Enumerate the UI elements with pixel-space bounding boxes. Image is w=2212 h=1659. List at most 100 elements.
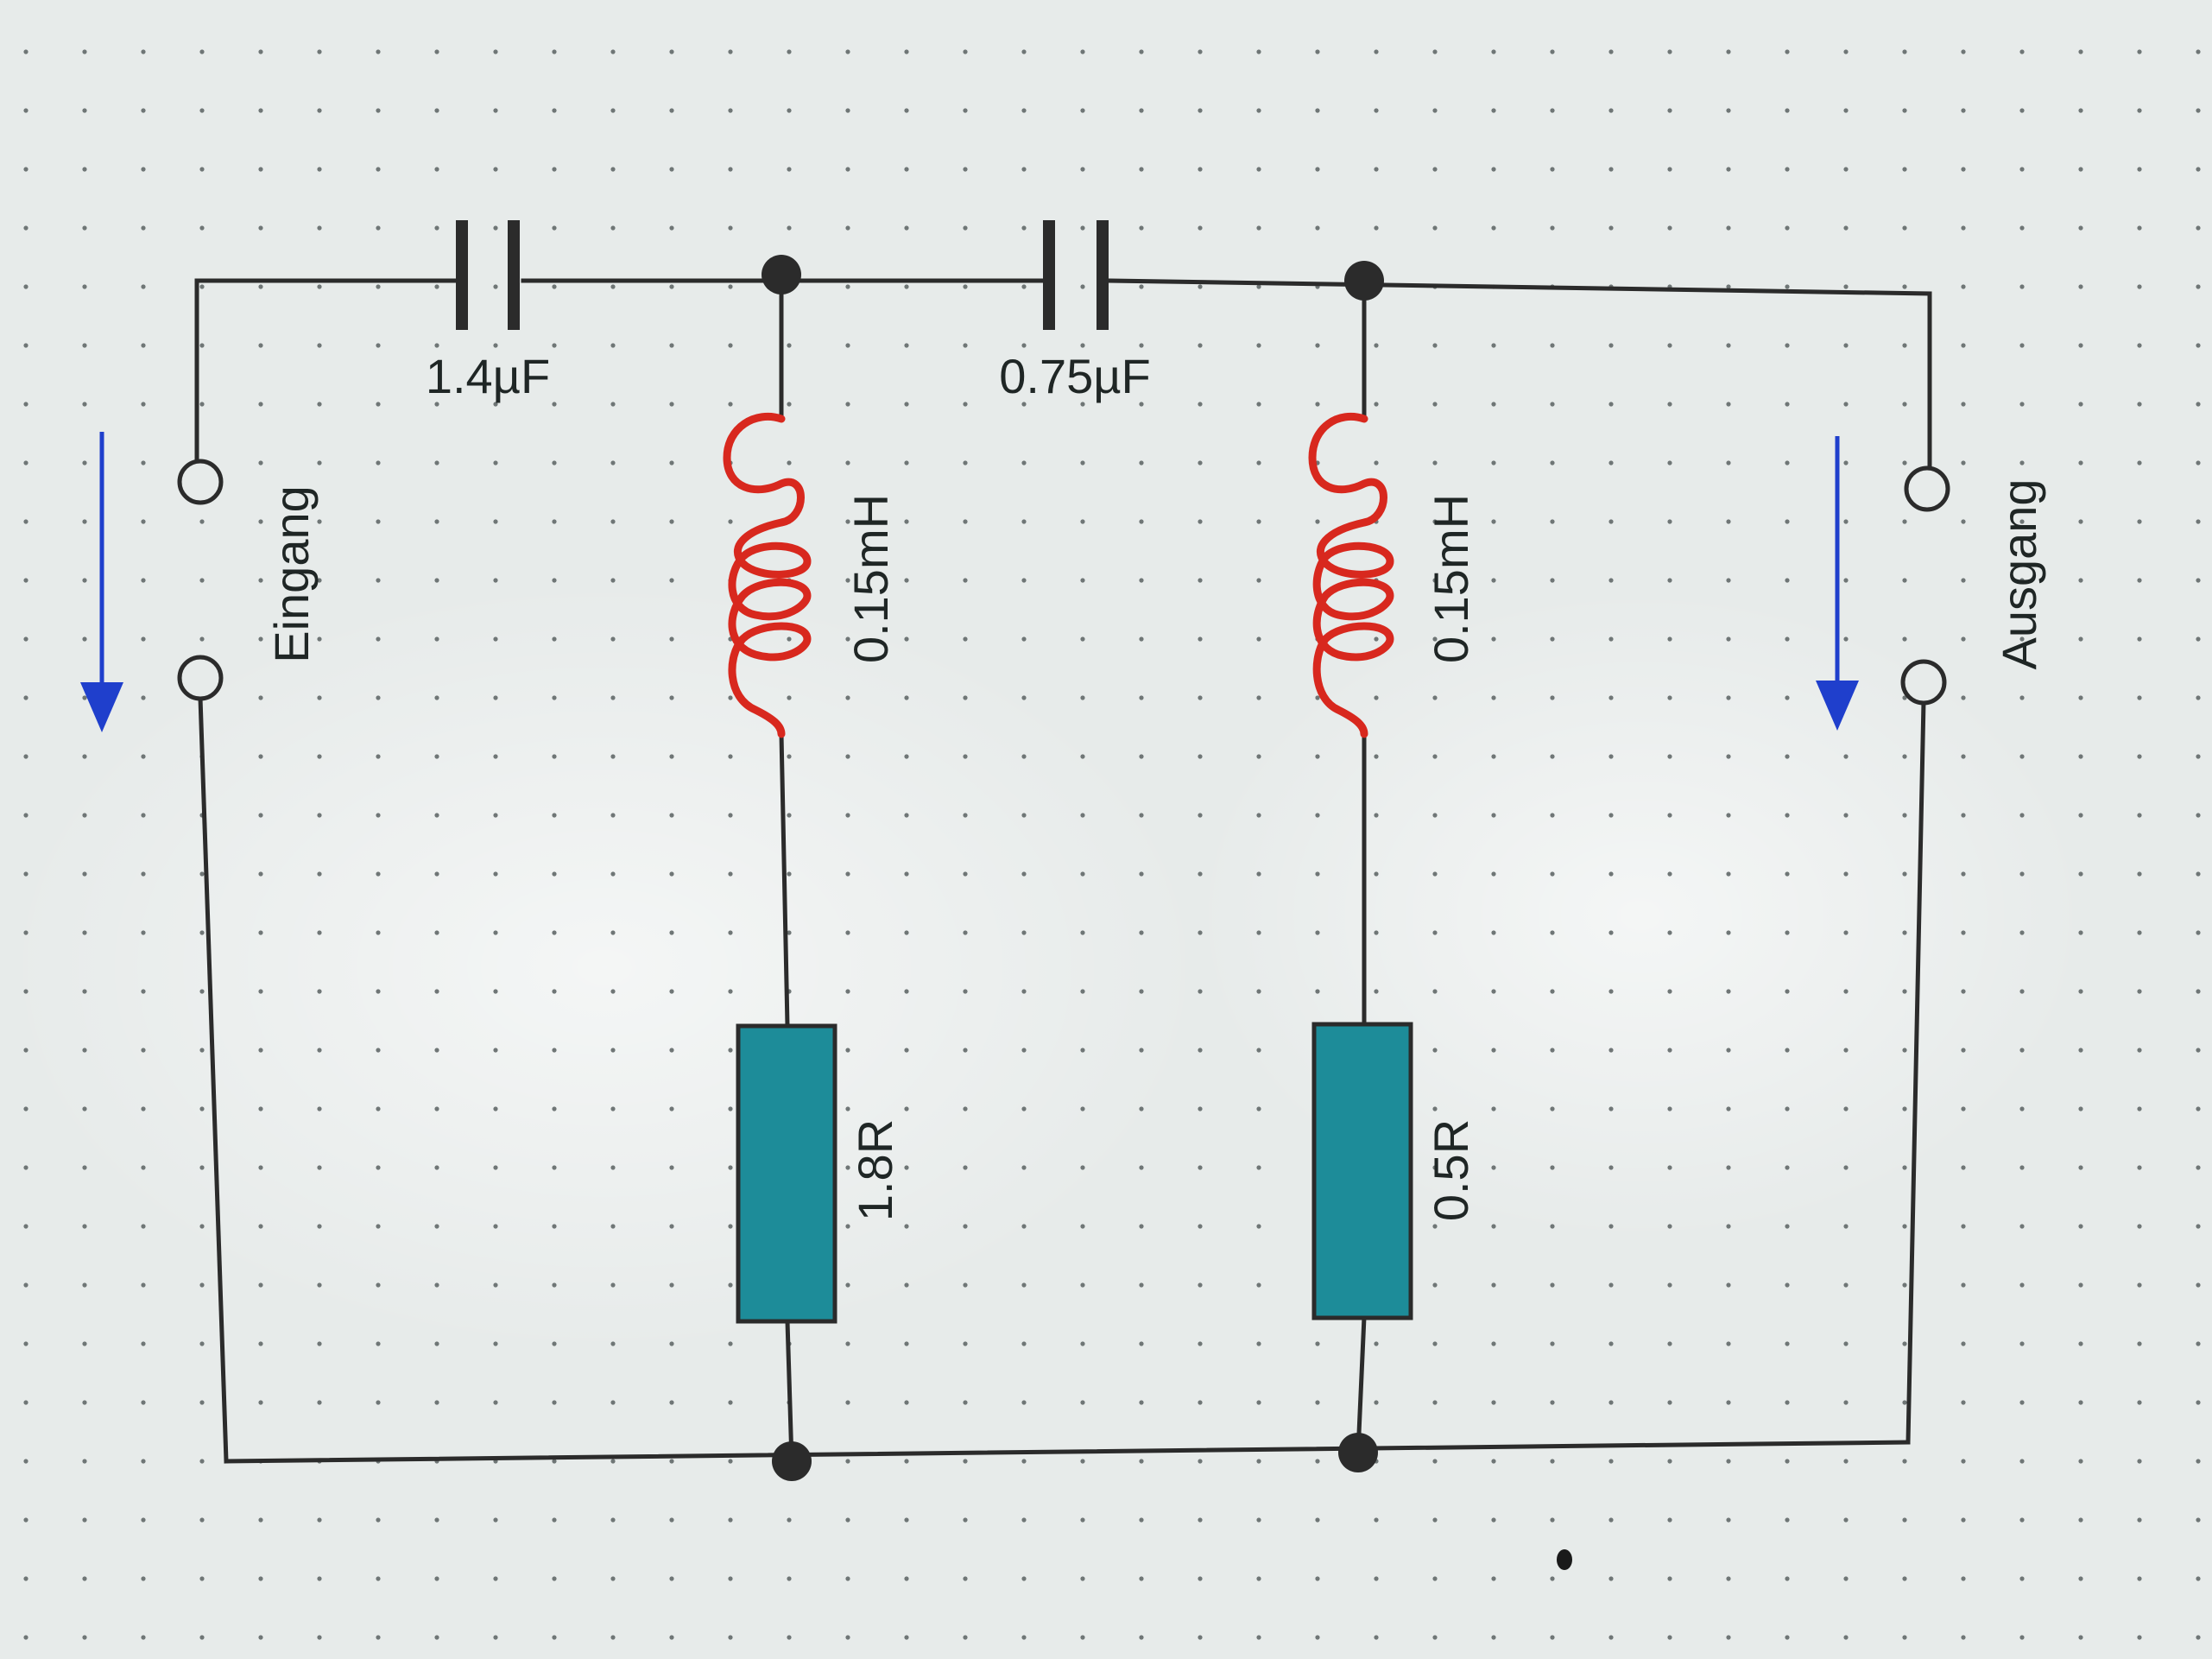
grid-dot xyxy=(1256,167,1261,172)
grid-dot xyxy=(787,636,792,642)
grid-dot xyxy=(23,1048,28,1053)
grid-dot xyxy=(2078,1048,2083,1053)
grid-dot xyxy=(258,1224,263,1229)
grid-dot xyxy=(904,1400,909,1405)
grid-dot xyxy=(2019,989,2025,994)
grid-dot xyxy=(434,460,439,465)
grid-dot xyxy=(317,695,322,700)
grid-dot xyxy=(2078,1106,2083,1111)
grid-dot xyxy=(1080,519,1085,524)
grid-dot xyxy=(376,1341,381,1346)
grid-dot xyxy=(2019,578,2025,583)
grid-dot xyxy=(2196,930,2201,935)
grid-dot xyxy=(1139,989,1144,994)
grid-dot xyxy=(317,225,322,231)
grid-dot xyxy=(610,636,616,642)
grid-dot xyxy=(82,1635,87,1640)
grid-dot xyxy=(1198,1341,1203,1346)
grid-dot xyxy=(1198,813,1203,818)
grid-dot xyxy=(1785,519,1790,524)
grid-dot xyxy=(199,284,205,289)
grid-dot xyxy=(1256,225,1261,231)
grid-dot xyxy=(1021,1106,1027,1111)
grid-dot xyxy=(2019,754,2025,759)
grid-dot xyxy=(2019,1282,2025,1288)
grid-dot xyxy=(728,1048,733,1053)
grid-dot xyxy=(1726,1635,1731,1640)
grid-dot xyxy=(963,1576,968,1581)
grid-dot xyxy=(1021,578,1027,583)
grid-dot xyxy=(1608,1576,1614,1581)
grid-dot xyxy=(1608,578,1614,583)
grid-dot xyxy=(1550,813,1555,818)
grid-dot xyxy=(963,813,968,818)
grid-dot xyxy=(1785,225,1790,231)
grid-dot xyxy=(317,1400,322,1405)
grid-dot xyxy=(669,402,674,407)
grid-dot xyxy=(258,930,263,935)
grid-dot xyxy=(1785,1341,1790,1346)
capacitor-2 xyxy=(1043,220,1109,330)
grid-dot xyxy=(82,1459,87,1464)
grid-dot xyxy=(1139,1165,1144,1170)
grid-dot xyxy=(434,49,439,54)
grid-dot xyxy=(1139,1635,1144,1640)
grid-dot xyxy=(1902,578,1907,583)
grid-dot xyxy=(963,1459,968,1464)
grid-dot xyxy=(2078,167,2083,172)
grid-dot xyxy=(1080,460,1085,465)
grid-dot xyxy=(2196,578,2201,583)
grid-dot xyxy=(1550,1635,1555,1640)
grid-dot xyxy=(1608,1517,1614,1523)
grid-dot xyxy=(1726,1282,1731,1288)
grid-dot xyxy=(1432,460,1438,465)
grid-dot xyxy=(1198,1224,1203,1229)
grid-dot xyxy=(963,1341,968,1346)
grid-dot xyxy=(787,1576,792,1581)
grid-dot xyxy=(1608,225,1614,231)
grid-dot xyxy=(1491,167,1496,172)
grid-dot xyxy=(1139,1517,1144,1523)
grid-dot xyxy=(434,754,439,759)
grid-dot xyxy=(2078,1459,2083,1464)
grid-dot xyxy=(1256,989,1261,994)
grid-dot xyxy=(904,1224,909,1229)
grid-dot xyxy=(1374,49,1379,54)
grid-dot xyxy=(728,284,733,289)
grid-dot xyxy=(1139,636,1144,642)
grid-dot xyxy=(2196,460,2201,465)
grid-dot xyxy=(1198,1400,1203,1405)
grid-dot xyxy=(1785,1106,1790,1111)
grid-dot xyxy=(141,1576,146,1581)
grid-dot xyxy=(1667,1224,1672,1229)
grid-dot xyxy=(845,1224,850,1229)
grid-dot xyxy=(1550,989,1555,994)
grid-dot xyxy=(963,989,968,994)
grid-dot xyxy=(2078,636,2083,642)
grid-dot xyxy=(963,1048,968,1053)
grid-dot xyxy=(434,402,439,407)
grid-dot xyxy=(1608,167,1614,172)
grid-dot xyxy=(1021,402,1027,407)
grid-dot xyxy=(1432,989,1438,994)
grid-dot xyxy=(552,1224,557,1229)
grid-dot xyxy=(1491,636,1496,642)
capacitor-1 xyxy=(456,220,520,330)
grid-dot xyxy=(904,49,909,54)
grid-dot xyxy=(1667,989,1672,994)
grid-dot xyxy=(1843,519,1849,524)
grid-dot xyxy=(1080,1224,1085,1229)
grid-dot xyxy=(728,1282,733,1288)
grid-dot xyxy=(23,930,28,935)
grid-dot xyxy=(1139,49,1144,54)
grid-dot xyxy=(1256,578,1261,583)
grid-dot xyxy=(1315,930,1320,935)
grid-dot xyxy=(1726,1459,1731,1464)
grid-dot xyxy=(787,1517,792,1523)
grid-dot xyxy=(1374,225,1379,231)
grid-dot xyxy=(728,1459,733,1464)
grid-dot xyxy=(23,1517,28,1523)
grid-dot xyxy=(1021,49,1027,54)
grid-dot xyxy=(1550,636,1555,642)
grid-dot xyxy=(1843,108,1849,113)
